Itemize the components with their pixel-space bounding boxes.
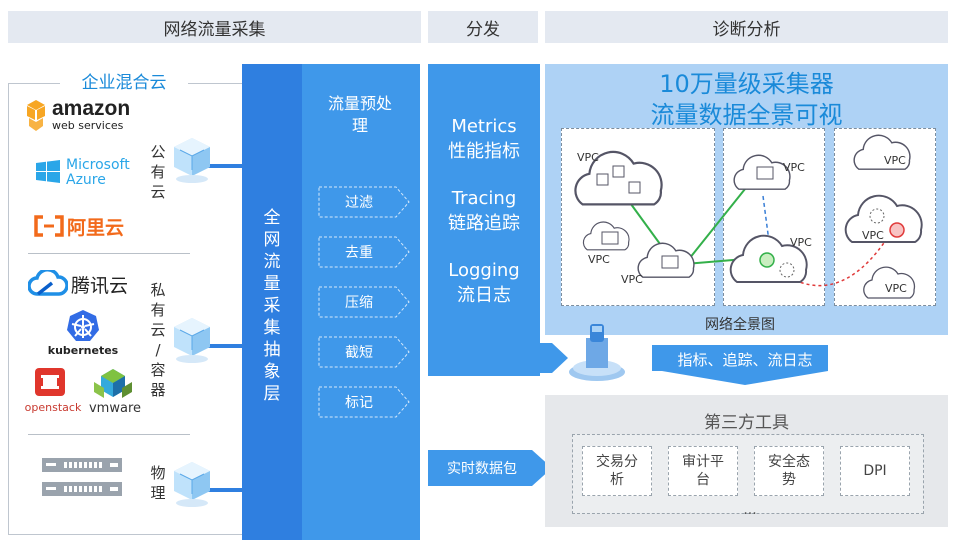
header-diagnose: 诊断分析: [545, 11, 948, 43]
vpc-label: VPC: [621, 273, 643, 286]
tencent-brand-text: 腾讯云: [71, 275, 129, 297]
collector-cube-icon: [172, 134, 212, 184]
preprocess-step: [318, 236, 410, 268]
vmware-brand-text: vmware: [88, 400, 141, 416]
distribution-item-zh: 流日志: [457, 285, 511, 306]
distribution-item-en: Logging: [448, 259, 520, 281]
third-party-tool: 交易分析: [582, 446, 652, 496]
kubernetes-brand-text: kubernetes: [47, 343, 119, 357]
preprocess-step-label: 截短: [345, 345, 373, 361]
group-divider: [28, 253, 190, 254]
server-icon: [42, 456, 122, 500]
preprocess-step: [318, 286, 410, 318]
vpc-label: VPC: [884, 154, 906, 167]
group-divider: [28, 434, 190, 435]
header-collect: 网络流量采集: [8, 11, 421, 43]
openstack-icon: [33, 366, 67, 398]
aliyun-icon: [33, 214, 65, 238]
vpc-label: VPC: [862, 229, 884, 242]
distribution-item-zh: 性能指标: [448, 141, 520, 162]
output-arrow: [652, 345, 838, 385]
third-party-tool: DPI: [840, 446, 910, 496]
distribution-item-en: Metrics: [451, 115, 517, 137]
vpc-label: VPC: [577, 151, 599, 164]
preprocess-step-label: 过滤: [345, 195, 373, 211]
openstack-brand-text: openstack: [24, 400, 82, 414]
preprocess-step-label: 标记: [345, 395, 373, 411]
preprocess-step: [318, 186, 410, 218]
third-party-tool: 审计平台: [668, 446, 738, 496]
collector-connector: [206, 488, 242, 492]
collector-connector: [206, 164, 242, 168]
vmware-icon: [92, 368, 134, 402]
preprocess-step: [318, 386, 410, 418]
diagnosis-title-line1: 10万量级采集器: [659, 69, 834, 98]
vpc-label: VPC: [588, 253, 610, 266]
output-arrow-label: 指标、追踪、流日志: [677, 350, 813, 369]
windows-icon: [36, 160, 60, 184]
header-distribute: 分发: [428, 11, 538, 43]
preprocess-panel: [302, 64, 420, 540]
network-map-caption: 网络全景图: [705, 317, 775, 333]
distribution-item-zh: 链路追踪: [448, 213, 520, 234]
preprocess-title: 流量预处理: [327, 94, 392, 135]
group-label-physical: 物理: [150, 464, 166, 502]
preprocess-step: [318, 336, 410, 368]
preprocess-step-label: 压缩: [345, 295, 373, 311]
third-party-title: 第三方工具: [704, 412, 789, 433]
vpc-label: VPC: [885, 282, 907, 295]
diagnosis-title-line2: 流量数据全景可视: [650, 100, 843, 129]
kubernetes-icon: [66, 309, 100, 343]
abstraction-layer-label: 全网流量采集抽象层: [263, 208, 281, 404]
abstraction-layer-bar: [242, 64, 302, 540]
third-party-tool: 安全态势: [754, 446, 824, 496]
collector-connector: [206, 344, 242, 348]
distribution-arrow: [428, 325, 568, 376]
network-topology: [574, 134, 923, 299]
collector-cube-icon: [172, 314, 212, 364]
realtime-packet-label: 实时数据包: [447, 461, 517, 477]
group-label-private-cloud: 私有云/容器: [150, 281, 166, 399]
tencent-cloud-icon: [27, 268, 69, 298]
aliyun-brand-text: 阿里云: [67, 217, 125, 239]
azure-brand-text: Microsoft Azure: [66, 157, 130, 188]
preprocess-step-label: 去重: [345, 245, 373, 261]
aws-logo: [24, 96, 134, 138]
hybrid-cloud-title: 企业混合云: [60, 67, 188, 93]
realtime-packet-arrow: [428, 450, 552, 486]
collector-cube-icon: [172, 458, 212, 508]
distribution-item-en: Tracing: [451, 187, 517, 209]
collector-tower-icon: [566, 318, 628, 384]
vpc-label: VPC: [783, 161, 805, 174]
aws-brand-text: amazon web services: [52, 97, 131, 132]
tools-more: ...: [743, 502, 757, 518]
vpc-label: VPC: [790, 236, 812, 249]
distribution-panel: [428, 64, 540, 376]
group-label-public-cloud: 公有云: [150, 143, 166, 201]
